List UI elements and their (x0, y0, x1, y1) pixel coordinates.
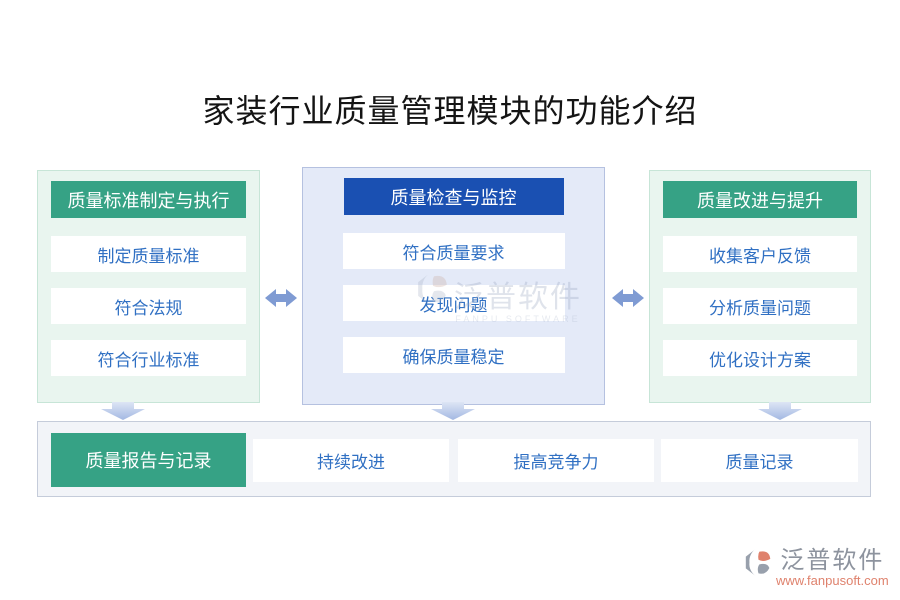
column-quality-improvement-header: 质量改进与提升 (663, 181, 857, 218)
column-quality-inspection: 质量检查与监控 符合质量要求 发现问题 确保质量稳定 (302, 167, 605, 405)
bottom-row-panel: 质量报告与记录 持续改进 提高竞争力 质量记录 (37, 421, 871, 497)
list-item: 分析质量问题 (663, 288, 857, 324)
down-arrow-icon (758, 402, 802, 420)
list-item: 符合质量要求 (342, 233, 565, 269)
list-item: 持续改进 (253, 439, 449, 482)
list-item: 提高竞争力 (458, 439, 654, 482)
down-arrow-icon (101, 402, 145, 420)
column-quality-standards-header: 质量标准制定与执行 (51, 181, 246, 218)
brand-logo: 泛普软件 www.fanpusoft.com (744, 548, 889, 588)
column-quality-improvement: 质量改进与提升 收集客户反馈 分析质量问题 优化设计方案 (649, 170, 871, 403)
bottom-row-header: 质量报告与记录 (51, 433, 246, 487)
list-item: 发现问题 (342, 285, 565, 321)
list-item: 收集客户反馈 (663, 236, 857, 272)
down-arrow-icon (431, 402, 475, 420)
double-arrow-icon (612, 289, 644, 307)
list-item: 确保质量稳定 (342, 337, 565, 373)
list-item: 符合行业标准 (51, 340, 246, 376)
brand-name: 泛普软件 (780, 547, 885, 574)
list-item: 优化设计方案 (663, 340, 857, 376)
double-arrow-icon (265, 289, 297, 307)
fanpu-logo-icon (745, 548, 771, 577)
list-item: 制定质量标准 (51, 236, 246, 272)
list-item: 质量记录 (661, 439, 858, 482)
list-item: 符合法规 (51, 288, 246, 324)
column-quality-inspection-header: 质量检查与监控 (343, 178, 564, 215)
brand-url[interactable]: www.fanpusoft.com (776, 573, 889, 588)
page-title: 家装行业质量管理模块的功能介绍 (202, 93, 698, 129)
column-quality-standards: 质量标准制定与执行 制定质量标准 符合法规 符合行业标准 (37, 170, 260, 403)
